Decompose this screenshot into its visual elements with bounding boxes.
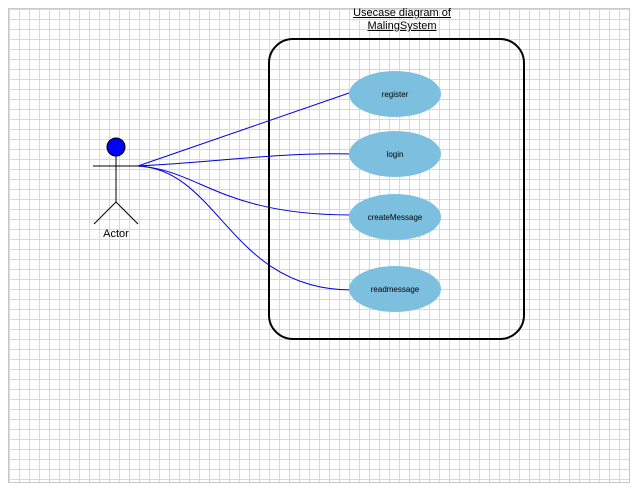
usecase-readmessage-shape	[349, 266, 441, 312]
usecase-createmessage-shape	[349, 194, 441, 240]
associations	[137, 91, 353, 291]
association-register[interactable]	[137, 91, 353, 167]
diagram-title: Usecase diagram of MalingSystem	[332, 7, 472, 33]
actor-left-leg	[93, 201, 117, 225]
usecase-createmessage[interactable]: createMessage	[349, 194, 441, 240]
actor-label: Actor	[103, 228, 129, 240]
usecase-createmessage-label: createMessage	[368, 213, 423, 222]
usecase-login-label: login	[387, 150, 404, 159]
system-boundary[interactable]	[268, 38, 525, 340]
usecase-register-shape	[349, 71, 441, 117]
usecase-login-shape	[349, 131, 441, 177]
association-login[interactable]	[137, 153, 353, 167]
actor[interactable]: Actor	[93, 137, 139, 240]
diagram-title-line1: Usecase diagram of	[353, 7, 451, 19]
actor-head	[106, 137, 126, 157]
actor-right-leg	[115, 201, 139, 225]
usecase-readmessage[interactable]: readmessage	[349, 266, 441, 312]
usecase-readmessage-label: readmessage	[371, 285, 420, 294]
diagram-title-line2: MalingSystem	[367, 20, 437, 32]
usecase-register[interactable]: register	[349, 71, 441, 117]
grid-background	[8, 8, 630, 483]
usecase-register-label: register	[382, 90, 409, 99]
association-createmessage[interactable]	[137, 165, 353, 216]
association-readmessage[interactable]	[137, 165, 353, 291]
usecase-login[interactable]: login	[349, 131, 441, 177]
